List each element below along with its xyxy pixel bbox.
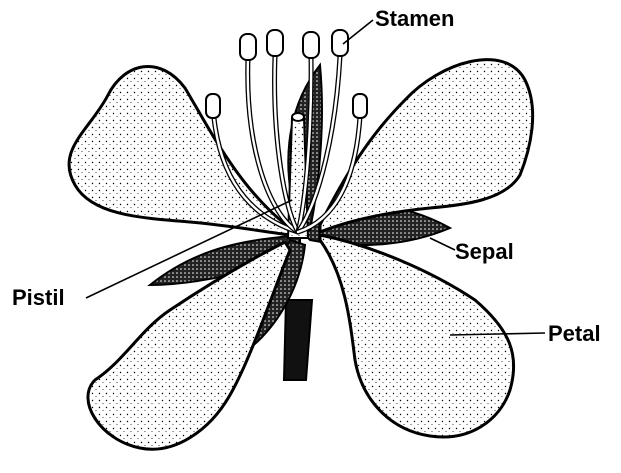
petal-upper-right — [320, 60, 533, 232]
petal-lower-right — [320, 235, 514, 437]
anther — [240, 34, 256, 60]
anther — [206, 94, 220, 118]
petal-label: Petal — [548, 321, 601, 346]
anther — [303, 32, 319, 58]
pistil-label: Pistil — [12, 285, 65, 310]
stem — [284, 300, 312, 380]
sepal-leader-line — [430, 238, 455, 250]
stamen-label: Stamen — [375, 6, 454, 31]
anther — [353, 94, 367, 118]
sepal-label: Sepal — [455, 239, 514, 264]
stamen-leader-line — [343, 20, 373, 44]
anther — [332, 30, 348, 56]
anther — [267, 30, 283, 56]
pistil-stigma — [292, 113, 304, 121]
